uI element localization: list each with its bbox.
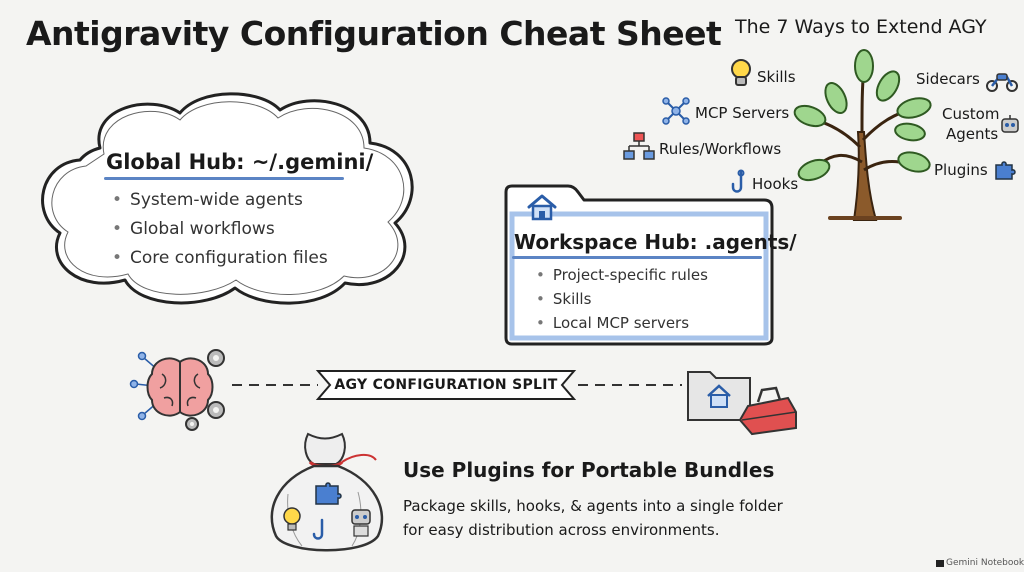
gemini-logo-icon — [936, 560, 944, 567]
hook-icon — [731, 169, 745, 193]
way-custom-agents-line1: Custom — [942, 105, 1000, 123]
way-sidecars: Sidecars — [916, 70, 980, 88]
way-rules-workflows: Rules/Workflows — [659, 140, 782, 158]
way-plugins: Plugins — [934, 161, 988, 179]
way-custom-agents-line2: Agents — [946, 125, 999, 143]
brand-label: Gemini Notebook — [946, 558, 1024, 568]
split-dashed-line — [232, 384, 682, 386]
tree-icon — [793, 49, 932, 221]
workspace-hub-list: Project-specific rules Skills Local MCP … — [536, 263, 708, 335]
workspace-hub-title: Workspace Hub: .agents/ — [514, 230, 797, 254]
page-title: Antigravity Configuration Cheat Sheet — [26, 14, 722, 53]
plugin-bag-icon — [270, 432, 384, 552]
list-item: System-wide agents — [112, 186, 328, 215]
list-item: Project-specific rules — [536, 263, 708, 287]
global-hub-title: Global Hub: ~/.gemini/ — [106, 150, 374, 174]
list-item: Global workflows — [112, 215, 328, 244]
extend-title: The 7 Ways to Extend AGY — [735, 16, 987, 38]
way-hooks: Hooks — [752, 175, 799, 193]
way-mcp-servers: MCP Servers — [695, 104, 790, 122]
global-hub-underline — [104, 177, 344, 180]
lightbulb-icon — [731, 59, 751, 86]
plugins-description: Package skills, hooks, & agents into a s… — [403, 494, 803, 542]
global-hub-list: System-wide agents Global workflows Core… — [112, 186, 328, 273]
puzzle-icon — [995, 161, 1016, 180]
workspace-hub-underline — [512, 256, 762, 259]
robot-icon — [1001, 115, 1019, 133]
house-icon — [527, 194, 557, 221]
list-item: Core configuration files — [112, 244, 328, 273]
motorcycle-icon — [986, 73, 1018, 92]
network-icon — [662, 97, 690, 125]
split-label: AGY CONFIGURATION SPLIT — [334, 377, 558, 393]
list-item: Local MCP servers — [536, 311, 708, 335]
brain-icon — [129, 349, 225, 431]
folder-toolbox-icon — [687, 371, 797, 436]
split-banner — [315, 370, 577, 400]
plugins-title: Use Plugins for Portable Bundles — [403, 458, 775, 482]
list-item: Skills — [536, 287, 708, 311]
way-skills: Skills — [757, 68, 796, 86]
plugins-description-line1: Package skills, hooks, & agents into a s… — [403, 497, 783, 515]
way-custom-agents: Custom Agents — [942, 104, 999, 144]
flowchart-icon — [623, 132, 655, 160]
plugins-description-line2: for easy distribution across environment… — [403, 521, 720, 539]
